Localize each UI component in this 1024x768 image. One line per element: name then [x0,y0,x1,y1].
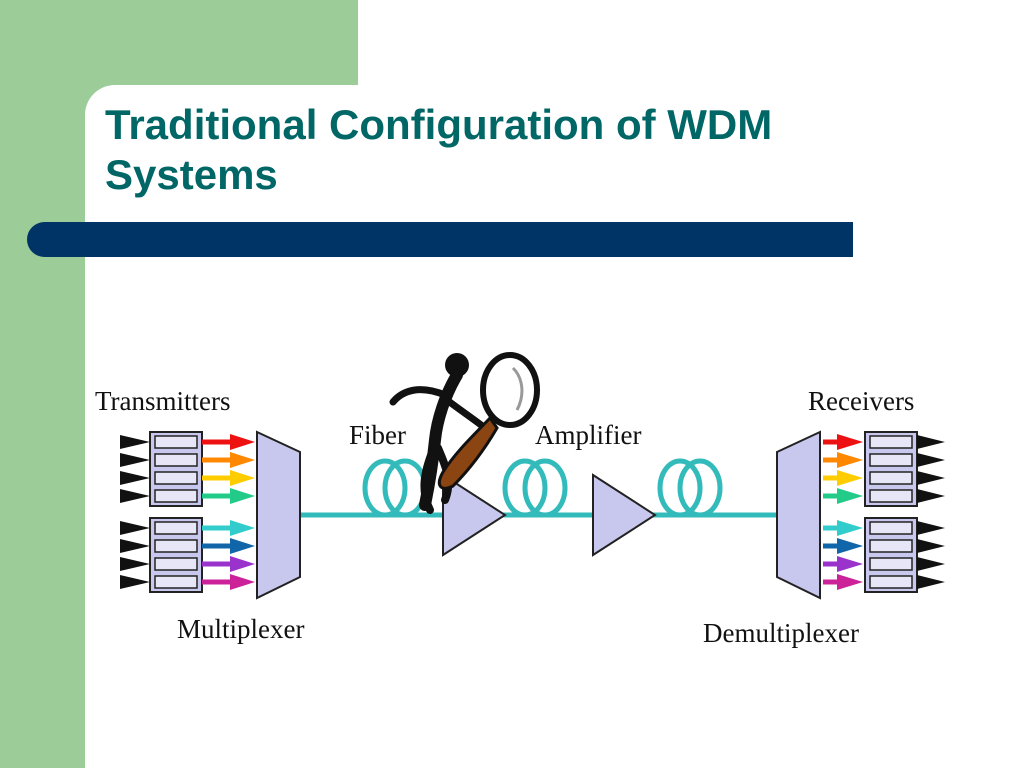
channel-arrow [230,470,255,486]
receiver-output-arrow [917,539,945,553]
transmitter-array [120,431,255,593]
channel-arrow [230,574,255,590]
transmitter-laser [154,521,198,535]
transmitter-input-arrow [120,489,150,503]
channel-arrow [230,520,255,536]
receiver-output-arrow [917,435,945,449]
channel-arrow [837,538,863,554]
receiver-detector [869,435,913,449]
receiver-detector [869,489,913,503]
transmitter-input-arrow [120,575,150,589]
transmitter-laser [154,489,198,503]
transmitter-laser [154,575,198,589]
channel-arrow [837,434,863,450]
channel-arrow [837,520,863,536]
receiver-detector [869,539,913,553]
content-panel [85,85,1024,768]
receiver-output-arrow [917,575,945,589]
amplifier-2 [592,473,657,557]
channel-arrow [837,452,863,468]
transmitter-input-arrow [120,453,150,467]
transmitter-input-arrow [120,435,150,449]
receiver-output-arrow [917,557,945,571]
label-fiber: Fiber [349,420,406,450]
fiber-coil-3 [657,458,723,518]
transmitter-input-arrow [120,521,150,535]
channel-arrow [837,488,863,504]
label-receivers: Receivers [808,386,914,416]
amplifier-1 [442,473,507,557]
title-underline-bar [27,222,853,257]
label-multiplexer: Multiplexer [177,614,304,644]
channel-arrow [837,556,863,572]
receiver-detector [869,557,913,571]
channel-arrow [230,538,255,554]
channel-arrow [837,470,863,486]
receiver-detector [869,453,913,467]
transmitter-laser [154,453,198,467]
receiver-output-arrow [917,471,945,485]
channel-arrow [230,452,255,468]
label-transmitters: Transmitters [95,386,231,416]
receiver-output-arrow [917,489,945,503]
transmitter-laser [154,539,198,553]
receiver-detector [869,521,913,535]
transmitter-input-arrow [120,471,150,485]
receiver-array [823,431,945,593]
channel-arrow [230,488,255,504]
channel-arrow [837,574,863,590]
multiplexer [256,430,301,600]
side-band [0,0,85,768]
demultiplexer [776,430,821,600]
channel-arrow [230,556,255,572]
slide-title: Traditional Configuration of WDM Systems [105,101,773,198]
channel-arrow [230,434,255,450]
transmitter-laser [154,557,198,571]
fiber-coil-1 [362,458,428,518]
fiber-coil-2 [502,458,568,518]
receiver-detector [869,575,913,589]
wdm-diagram: Transmitters Fiber Amplifier Receivers M… [95,352,945,648]
receiver-detector [869,471,913,485]
receiver-output-arrow [917,521,945,535]
transmitter-input-arrow [120,539,150,553]
magnifying-glass-figure-icon [389,352,540,514]
label-amplifier: Amplifier [535,420,641,450]
transmitter-laser [154,471,198,485]
receiver-output-arrow [917,453,945,467]
transmitter-laser [154,435,198,449]
label-demultiplexer: Demultiplexer [703,618,859,648]
transmitter-input-arrow [120,557,150,571]
